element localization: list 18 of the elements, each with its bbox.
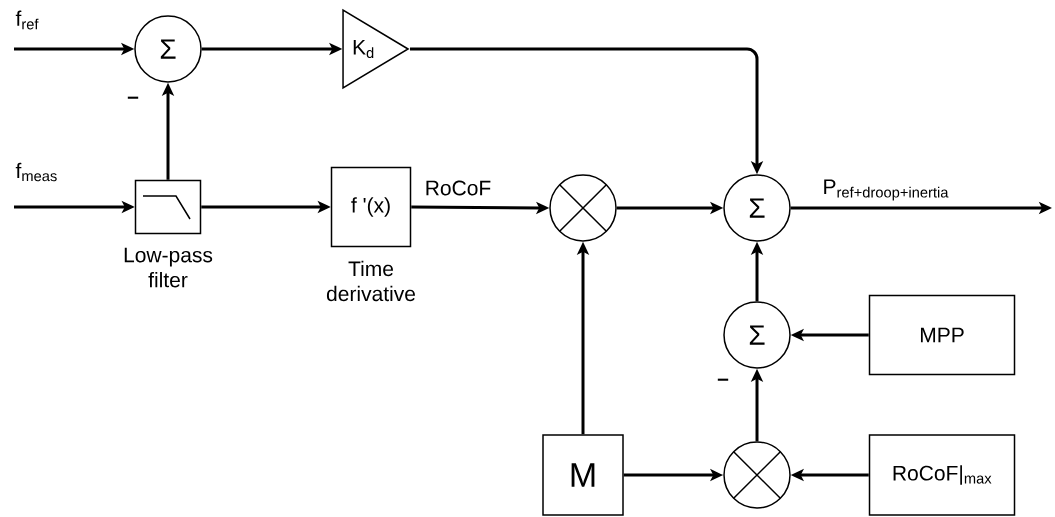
- summing-junction: Σ: [134, 15, 202, 83]
- minus-sign: –: [717, 378, 729, 381]
- block-box: M: [542, 434, 624, 516]
- signal-label: RoCoF: [426, 180, 491, 196]
- signal-label: $\text{P}_{\text{ref+droop+inertia}}$: [824, 179, 949, 201]
- node-caption: Low-pass filter: [124, 247, 213, 288]
- summing-junction: Σ: [723, 301, 791, 369]
- multiplier-circle: [549, 174, 617, 242]
- low-pass-filter-box: [134, 179, 202, 235]
- summing-junction: Σ: [723, 174, 791, 242]
- block-box: RoCoF|$_{max}$: [868, 434, 1016, 516]
- signal-label: f$_{meas}$: [15, 162, 57, 182]
- minus-sign: –: [127, 96, 139, 99]
- node-caption: Time derivative: [326, 260, 415, 302]
- multiplier-circle: [723, 441, 791, 509]
- signal-label: f$_{ref}$: [15, 10, 39, 30]
- block-box: MPP: [868, 294, 1016, 376]
- block-box: f '(x): [330, 166, 412, 248]
